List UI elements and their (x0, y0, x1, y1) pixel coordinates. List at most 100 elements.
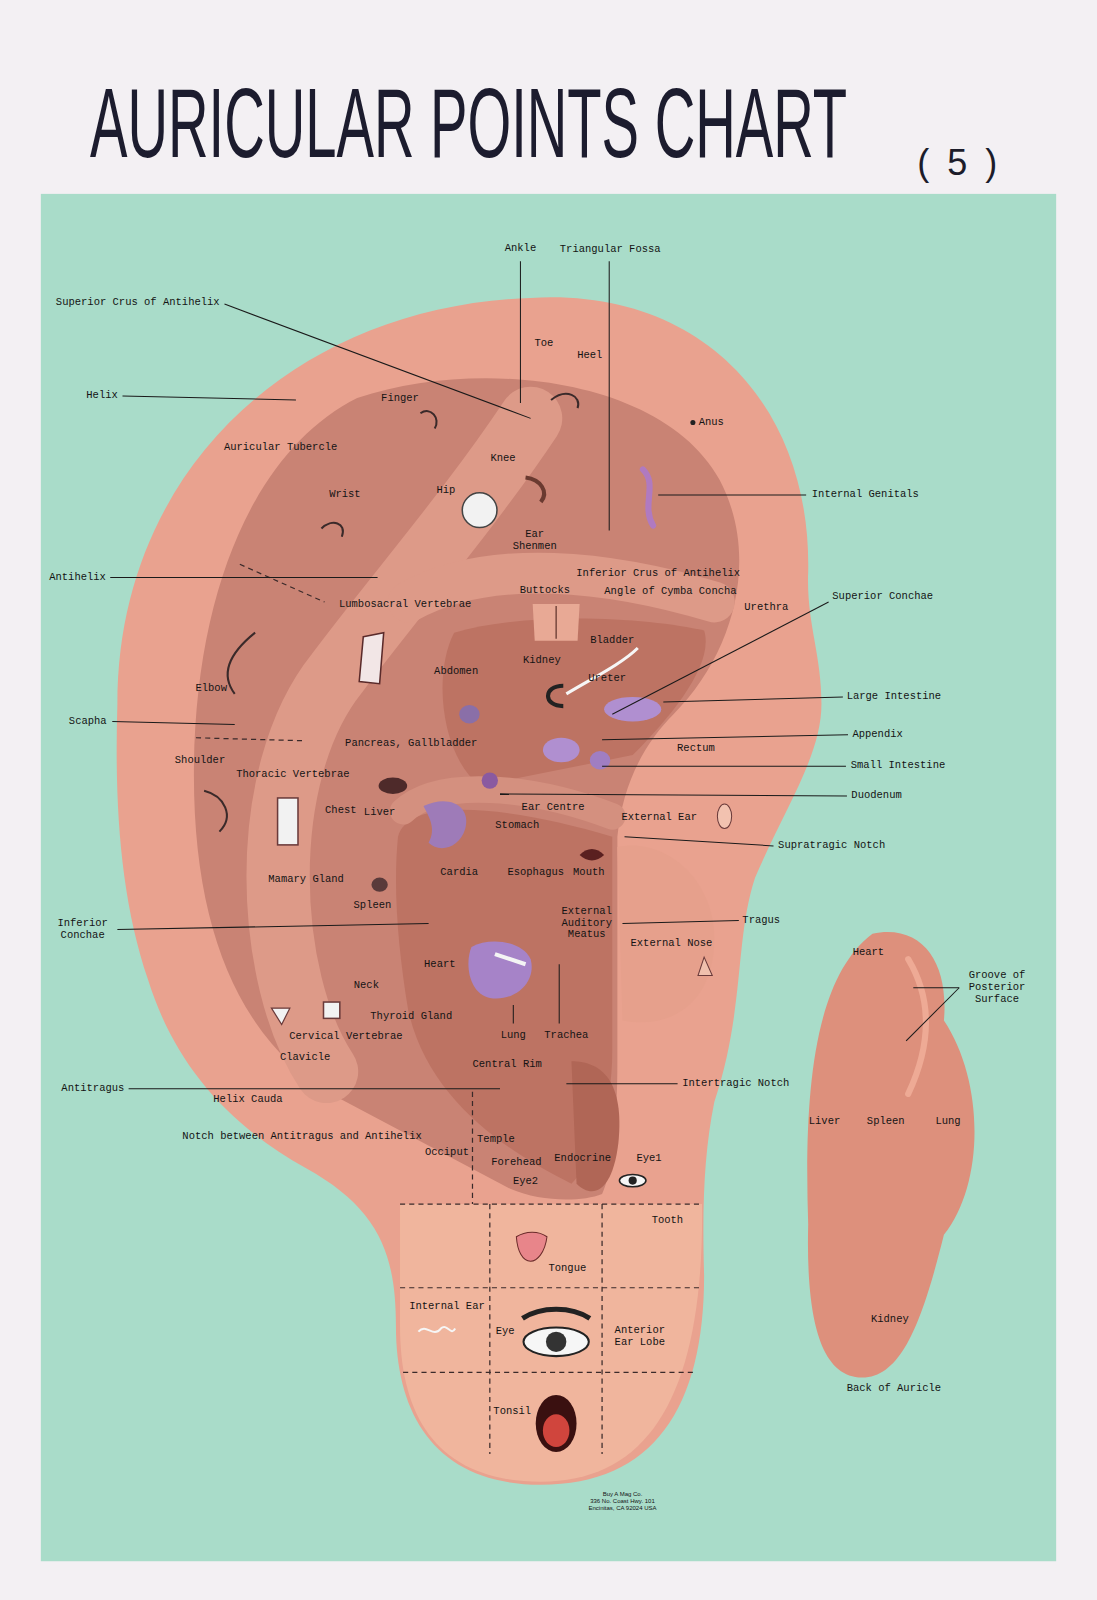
point-label: Liver (809, 1116, 841, 1128)
organ-icon (526, 478, 545, 502)
organ-icon (533, 604, 580, 641)
organ-icon (548, 686, 563, 706)
leader-line (625, 837, 774, 846)
point-label: Supratragic Notch (778, 840, 885, 852)
point-label: Chest (325, 805, 357, 817)
leader-line (602, 766, 846, 767)
point-label: Eye1 (636, 1153, 661, 1165)
organ-icon (546, 1332, 566, 1352)
point-label: Mouth (573, 867, 605, 879)
point-label: Superior Conchae (832, 591, 933, 603)
leader-line (906, 988, 959, 1041)
point-label: Bladder (590, 635, 634, 647)
point-label: Tongue (548, 1263, 586, 1275)
leader-line (602, 735, 848, 740)
point-label: Notch between Antitragus and Antihelix (182, 1131, 421, 1143)
region-divider (240, 564, 325, 602)
ear-outline (117, 297, 822, 1484)
point-label: Heel (577, 350, 602, 362)
point-label: Tonsil (493, 1406, 531, 1418)
point-label: Internal Genitals (812, 489, 919, 501)
point-label: Forehead (491, 1157, 541, 1169)
publisher-note: Encinitas, CA 92024 USA (588, 1505, 656, 1512)
point-label: Eye2 (513, 1176, 538, 1188)
point-label: Ear Centre (522, 802, 585, 814)
point-label: Hip (436, 485, 455, 497)
point-label: Liver (364, 807, 396, 819)
organ-icon (462, 493, 497, 528)
point-label: Stomach (495, 820, 539, 832)
leader-line (658, 494, 806, 495)
point-label: Rectum (677, 743, 715, 755)
organ-icon (424, 801, 467, 848)
organ-icon (619, 1174, 646, 1186)
point-label: Heart (853, 947, 885, 959)
chart-title: AURICULAR POINTS CHART (90, 73, 847, 172)
organ-icon (359, 633, 383, 684)
point-label: Mamary Gland (268, 874, 344, 886)
organ-icon (495, 954, 526, 964)
leader-line (520, 261, 521, 403)
point-label: Cervical Vertebrae (289, 1031, 402, 1043)
point-label: Angle of Cymba Concha (604, 586, 736, 598)
point-label: Kidney (523, 655, 561, 667)
organ-icon (516, 1232, 547, 1261)
ear-outline (571, 1061, 619, 1191)
point-label: Abdomen (434, 666, 478, 678)
point-label: Pancreas, Gallbladder (345, 738, 477, 750)
organ-icon (204, 791, 227, 832)
organ-icon (543, 738, 580, 762)
point-label: Lung (501, 1030, 526, 1042)
leader-line (913, 987, 959, 988)
region-divider (601, 1204, 602, 1454)
organ-icon (420, 411, 436, 428)
point-label: Knee (490, 453, 515, 465)
point-label: Endocrine (554, 1153, 611, 1165)
point-label: External Ear (621, 812, 697, 824)
leader-line (129, 1088, 500, 1089)
organ-icon (522, 1309, 589, 1318)
point-label: Helix (86, 390, 118, 402)
point-label: Occiput (425, 1147, 469, 1159)
organ-icon (321, 523, 342, 537)
point-label: Tooth (652, 1215, 684, 1227)
point-label: Temple (477, 1134, 515, 1146)
ear-outline (617, 845, 714, 1022)
ear-outline (400, 1204, 702, 1482)
point-label: Urethra (744, 602, 788, 614)
leader-line (612, 602, 828, 714)
point-label: Wrist (329, 489, 361, 501)
point-label: Thoracic Vertebrae (236, 769, 349, 781)
region-divider (400, 1203, 702, 1204)
point-label: Elbow (195, 683, 227, 695)
ear-outline (117, 297, 822, 1484)
point-label: Back of Auricle (847, 1383, 942, 1395)
point-label: Finger (381, 393, 419, 405)
point-label: Scapha (69, 716, 107, 728)
point-label: Appendix (852, 729, 902, 741)
organ-icon (418, 1327, 455, 1332)
point-label: Internal Ear (409, 1301, 485, 1313)
organ-icon (324, 1002, 340, 1018)
point-label: Ear Shenmen (509, 529, 560, 553)
leader-line (225, 304, 531, 418)
point-label: Duodenum (851, 790, 901, 802)
point-label: Anus (699, 417, 724, 429)
organ-icon (536, 1395, 577, 1452)
leader-line (609, 261, 610, 530)
point-label: Cardia (440, 867, 478, 879)
point-label: Helix Cauda (213, 1094, 282, 1106)
organ-icon (566, 648, 637, 694)
point-label: Ureter (588, 673, 626, 685)
point-label: Eye (496, 1326, 515, 1338)
region-divider (489, 1204, 490, 1454)
organ-icon (698, 957, 712, 975)
point-label: Antihelix (49, 572, 106, 584)
point-label: Kidney (871, 1314, 909, 1326)
organ-icon (555, 606, 557, 639)
organ-icon (551, 394, 578, 408)
point-label: Groove of Posterior Surface (961, 970, 1032, 1005)
point-label: Inferior Crus of Antihelix (576, 568, 740, 580)
